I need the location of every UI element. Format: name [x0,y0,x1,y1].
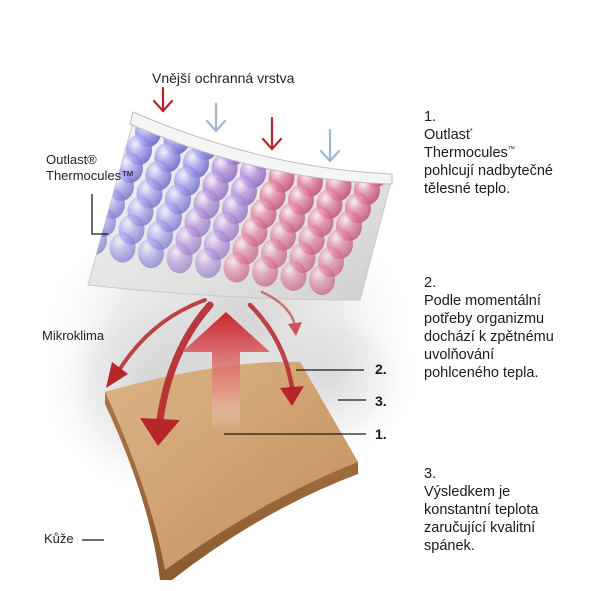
step-1-line-4: tělesné teplo. [424,181,511,197]
skin-texture-dot [154,558,156,560]
skin-texture-dot [269,536,271,538]
skin-texture-dot [273,548,275,550]
heat-up-arrow [182,312,270,432]
skin-texture-dot [226,556,229,559]
step-3-line-3: zaručující kvalitní [424,520,536,536]
skin-texture-dot [340,522,343,525]
release-arrow-mid-right [247,302,295,391]
thermocule-bead [280,260,307,291]
skin-texture-dot [313,513,315,515]
release-arrow-mid-right-head [280,386,304,406]
leader-thermocules [91,194,108,235]
heat-release-arrows [106,290,304,446]
marker-2: 2. [375,361,387,377]
thermocule-bead [138,238,164,269]
skin-texture-dot [301,503,302,504]
skin-texture-dot [221,554,224,557]
step-1: 1. Outlast* Thermocules™ pohlcují nadbyt… [424,108,553,198]
skin-texture-dot [142,531,145,534]
skin-texture-dot [282,537,284,539]
skin-texture-dot [297,503,299,505]
arrow-down-warm-2 [261,116,283,151]
skin-texture-dot [242,559,245,562]
thermocule-bead [109,232,136,263]
skin-texture-dot [287,548,288,549]
skin-texture-dot [143,521,146,524]
step-1-mark-asterisk: * [469,128,473,136]
top-label: Vnější ochranná vrstva [152,70,295,86]
skin-texture-dot [115,557,118,560]
arrow-down-cool-2 [319,128,341,163]
step-3-line-4: spánek. [424,538,475,554]
skin-texture-dot [123,520,126,523]
skin-texture-dot [338,515,339,516]
step-3-number: 3. [424,466,437,482]
outer-protective-layer [129,111,393,185]
skin-texture-dot [269,537,271,539]
skin-texture-dot [322,551,324,553]
skin-texture-dot [310,513,313,516]
skin-texture-dot [295,511,298,514]
release-arrow-mid-left-head [140,418,180,446]
release-arrow-mid-left [156,301,214,424]
step-2-line-3: dochází k zpětnému [424,329,554,345]
step-1-mark-tm: ™ [507,146,515,154]
skin-texture-dot [234,542,237,545]
step-2-line-4: uvolňování [424,347,495,363]
skin-texture-dot [308,558,311,561]
marker-3: 3. [375,393,387,409]
thermocule-bead [223,252,250,283]
release-arrow-right [260,290,297,327]
incoming-arrows [152,86,341,163]
skin-texture-dot [313,539,316,542]
thermocules-label: Outlast® Thermocules™ [46,152,134,184]
skin-texture-dot [222,547,225,550]
step-2-line-1: Podle momentální [424,293,541,309]
step-1-line-3: pohlcují nadbytečné [424,163,553,179]
skin-texture-dot [319,527,321,529]
skin-texture-dot [132,539,133,540]
thermocule-bead [166,243,193,274]
step-2-line-5: pohlceného tepla. [424,365,539,381]
thermocule-bead [252,256,278,287]
thermocule-beads [88,117,389,295]
skin-label: Kůže [44,531,74,546]
skin-texture-dot [308,512,310,514]
thermocule-bead [309,265,335,295]
skin-texture-dot [331,534,334,537]
marker-1: 1. [375,426,387,442]
skin-texture-dot [344,558,346,560]
thermocules-label-line2: Thermocules™ [46,168,135,183]
step-1-line-1: Outlast* [424,127,473,143]
arrow-down-cool-1 [205,102,227,133]
skin-texture-dot [342,541,344,543]
skin-texture-dot [323,499,325,501]
step-1-line-2: Thermocules™ [424,145,515,161]
thermocule-bead [195,247,221,278]
microclimate-label: Mikroklima [42,328,105,343]
step-2-line-2: potřeby organizmu [424,311,545,327]
step-2-number: 2. [424,275,437,291]
step-3-line-1: Výsledkem je [424,484,511,500]
arrow-down-warm-1 [152,86,174,113]
step-2: 2. Podle momentální potřeby organizmu do… [424,274,554,382]
release-arrow-right-head [288,322,302,336]
leader-lines [82,194,366,541]
release-arrow-left [116,298,207,374]
skin-texture-dot [340,487,342,489]
skin-texture-dot [330,488,333,491]
skin-texture-dot [311,552,313,554]
step-3: 3. Výsledkem je konstantní teplota zaruč… [424,465,538,555]
thermocules-label-line1: Outlast® [46,152,97,167]
skin-texture-dot [238,551,239,552]
step-1-number: 1. [424,109,437,125]
step-3-line-2: konstantní teplota [424,502,539,518]
release-arrow-left-head [106,362,128,388]
skin-texture-dot [266,550,267,551]
